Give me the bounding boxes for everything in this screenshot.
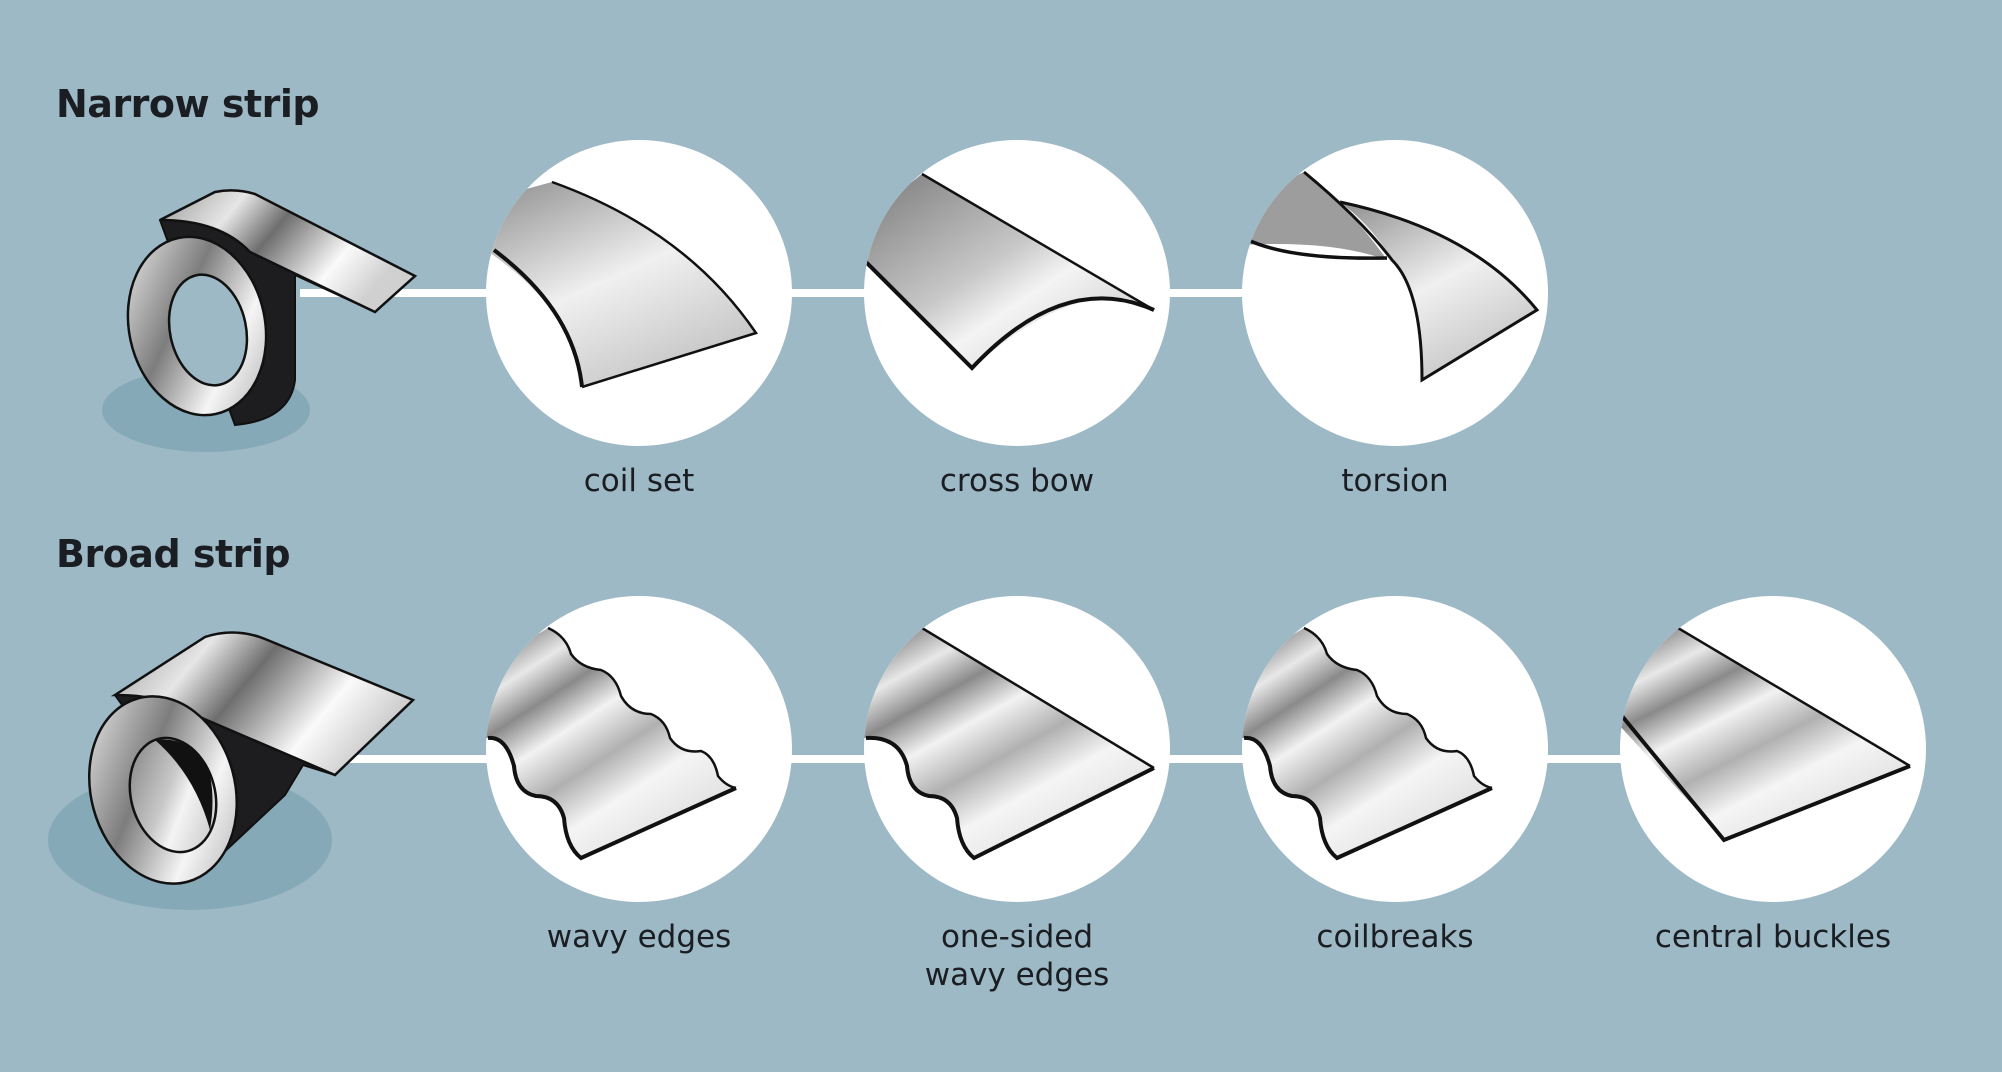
coil-set-strip-icon xyxy=(486,180,758,389)
one-sided-wavy-edges-label: one-sided wavy edges xyxy=(837,918,1197,994)
torsion-label: torsion xyxy=(1341,463,1449,499)
coilbreaks-label: coilbreaks xyxy=(1316,919,1474,955)
central-buckles-label: central buckles xyxy=(1654,919,1892,955)
torsion-diagram xyxy=(1242,140,1548,446)
central-buckles-diagram xyxy=(1620,596,1926,902)
wavy-edges-label: wavy edges xyxy=(546,919,732,955)
coilbreaks-strip-icon xyxy=(1242,626,1493,861)
broad-coil-icon xyxy=(48,631,416,910)
cross-bow-strip-icon xyxy=(864,172,1155,371)
wavy-edges-diagram xyxy=(486,596,792,902)
narrow-strip-connector-line xyxy=(300,289,1300,297)
central-buckles-strip-icon xyxy=(1620,626,1911,843)
torsion-strip-icon xyxy=(1242,170,1540,383)
one-sided-wavy-edges-strip-icon xyxy=(864,626,1155,861)
one-sided-wavy-edges-label-line1: one-sided xyxy=(940,919,1094,955)
one-sided-wavy-edges-diagram xyxy=(864,596,1170,902)
broad-strip-heading: Broad strip xyxy=(56,532,291,576)
narrow-coil-icon xyxy=(102,189,418,452)
coilbreaks-diagram xyxy=(1242,596,1548,902)
one-sided-wavy-edges-label-line2: wavy edges xyxy=(924,957,1110,993)
coil-set-label: coil set xyxy=(583,463,695,499)
cross-bow-diagram xyxy=(864,140,1170,446)
cross-bow-label: cross bow xyxy=(939,463,1095,499)
narrow-strip-heading: Narrow strip xyxy=(56,82,320,126)
wavy-edges-strip-icon xyxy=(486,626,737,861)
coil-set-diagram xyxy=(486,140,792,446)
